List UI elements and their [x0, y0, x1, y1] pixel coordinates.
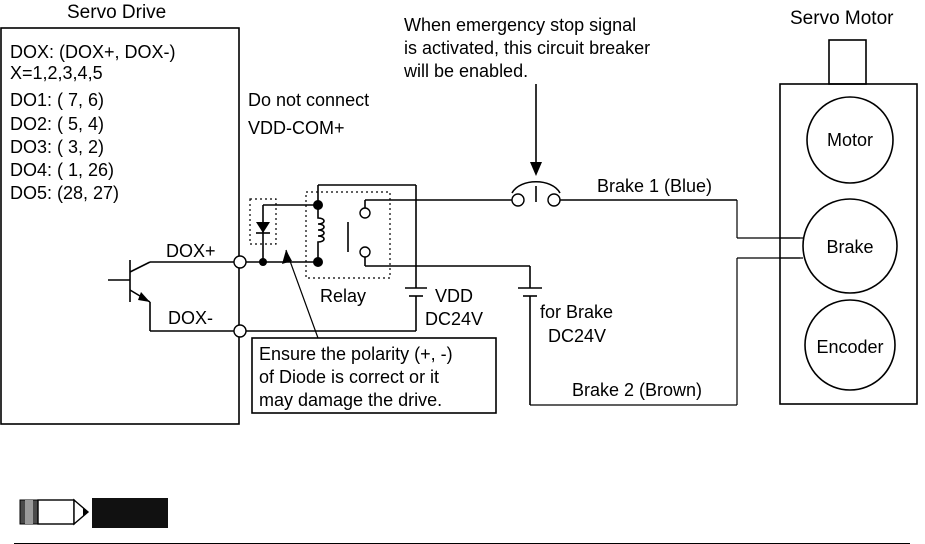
brake-supply-label: for Brake [540, 302, 613, 322]
pin-line: X=1,2,3,4,5 [10, 63, 103, 83]
brake-circle [802, 198, 898, 294]
servo-drive-pin-list: DOX: (DOX+, DOX-) X=1,2,3,4,5 DO1: ( 7, … [10, 42, 176, 203]
emitter-arrow-icon [138, 292, 150, 302]
emergency-note-line: is activated, this circuit breaker [404, 38, 650, 58]
vdd-label: VDD [435, 286, 473, 306]
terminal-dox-minus [233, 324, 247, 338]
brake1-label: Brake 1 (Blue) [597, 176, 712, 196]
emergency-note-line: When emergency stop signal [404, 15, 636, 35]
pin-line: DO1: ( 7, 6) [10, 90, 104, 110]
relay-outline [305, 191, 391, 279]
diode-note-pointer [285, 249, 319, 339]
encoder-label: Encoder [816, 337, 883, 357]
diode-note-line: of Diode is correct or it [259, 367, 439, 387]
circuit-breaker [511, 181, 737, 207]
vdd-voltage-label: DC24V [425, 309, 483, 329]
do-not-connect-line: Do not connect [248, 90, 369, 110]
dox-minus-label: DOX- [168, 308, 213, 328]
diode-note-line: may damage the drive. [259, 390, 442, 410]
do-not-connect-line: VDD-COM+ [248, 118, 345, 138]
dox-plus-label: DOX+ [166, 241, 216, 261]
pencil-note-icon [19, 498, 168, 528]
terminal-dox-plus [233, 255, 247, 269]
relay-circuit [246, 184, 530, 332]
pin-line: DO4: ( 1, 26) [10, 160, 114, 180]
diode-note-box [251, 337, 497, 414]
brake-supply-voltage: DC24V [548, 326, 606, 346]
motor-circle [806, 96, 894, 184]
diode-icon [256, 222, 270, 233]
servo-drive-box [0, 27, 240, 425]
emergency-note-line: will be enabled. [403, 61, 528, 81]
servo-motor-title: Servo Motor [790, 8, 894, 29]
output-transistor [108, 260, 238, 332]
brake-supply [518, 200, 800, 406]
motor-label: Motor [827, 130, 873, 150]
brake-label: Brake [826, 237, 873, 257]
servo-motor-box [779, 83, 918, 405]
arrow-down-icon [530, 162, 542, 176]
motor-shaft [828, 39, 867, 85]
pin-line: DO2: ( 5, 4) [10, 114, 104, 134]
arrow-up-icon [282, 250, 292, 264]
pin-line: DO5: (28, 27) [10, 183, 119, 203]
brake2-label: Brake 2 (Brown) [572, 380, 702, 400]
pin-line: DOX: (DOX+, DOX-) [10, 42, 176, 62]
servo-drive-title: Servo Drive [67, 2, 166, 23]
pin-line: DO3: ( 3, 2) [10, 137, 104, 157]
diode-note-line: Ensure the polarity (+, -) [259, 344, 453, 364]
encoder-circle [804, 299, 896, 391]
relay-label: Relay [320, 286, 366, 306]
